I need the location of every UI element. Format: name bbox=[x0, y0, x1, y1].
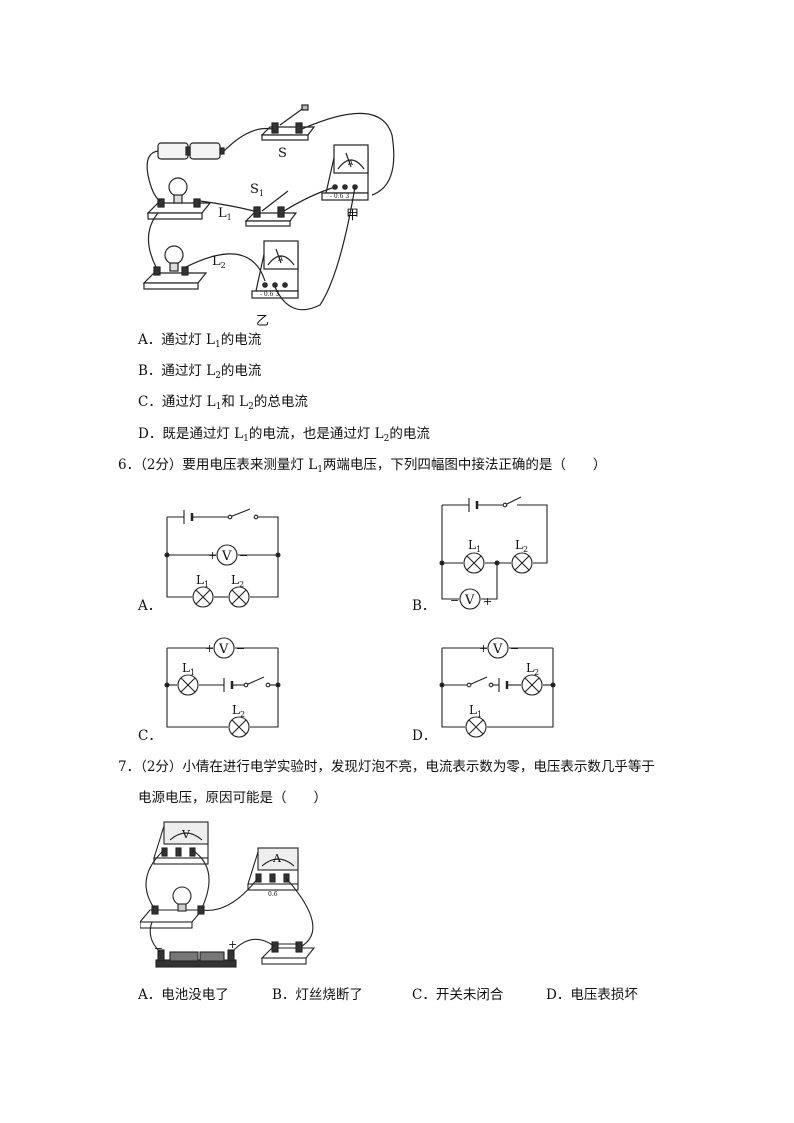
lamp-icon bbox=[140, 886, 205, 929]
lamp-l1-label: L1 bbox=[218, 206, 232, 222]
q5-option-d-mid: 的电流，也是通过灯 L bbox=[248, 426, 384, 442]
switch-s-icon bbox=[260, 104, 316, 141]
q5-option-b: B．通过灯 L2的电流 bbox=[138, 363, 262, 381]
lamp-l1-label: L1 bbox=[182, 661, 195, 677]
q6-diagram-c: V + − L1 L2 bbox=[164, 637, 281, 738]
minus-sign: − bbox=[236, 642, 245, 655]
q5-option-c-sub: 1 bbox=[215, 402, 222, 412]
q5-option-a-sub: 1 bbox=[215, 340, 221, 350]
battery-icon bbox=[155, 949, 237, 968]
plus-sign: + bbox=[479, 642, 488, 655]
q7-stem-line1: 7．（2分）小倩在进行电学实验时，发现灯泡不亮，电流表示数为零，电压表示数几乎等… bbox=[118, 759, 655, 775]
q7-option-c: C．开关未闭合 bbox=[412, 987, 504, 1003]
lamp-l2-icon bbox=[142, 245, 208, 290]
q7-option-d: D．电压表损坏 bbox=[546, 987, 638, 1003]
q5-option-d: D．既是通过灯 L1的电流，也是通过灯 L2的电流 bbox=[138, 426, 430, 444]
minus-sign: − bbox=[510, 642, 519, 655]
q5-option-d-text: D．既是通过灯 L bbox=[138, 426, 244, 442]
q5-option-c-post: 的总电流 bbox=[253, 394, 308, 410]
ammeter-jia-unit: A bbox=[347, 159, 354, 167]
switch-icon bbox=[260, 941, 316, 965]
q6-diagram-a: V + − L1 L2 bbox=[164, 508, 281, 608]
lamp-l2-label: L2 bbox=[232, 703, 245, 719]
voltmeter-icon bbox=[153, 821, 209, 865]
battery-plus-label: + bbox=[228, 938, 237, 951]
q6-stem: 6．（2分）要用电压表来测量灯 L1两端电压，下列四幅图中接法正确的是（ ） bbox=[118, 457, 607, 475]
q6-stem-post: 两端电压，下列四幅图中接法正确的是（ ） bbox=[322, 457, 607, 473]
q6-stem-sub: 1 bbox=[317, 465, 323, 475]
lamp-l1-icon bbox=[146, 177, 212, 220]
voltmeter-label: V bbox=[181, 828, 191, 841]
voltmeter-label: V bbox=[492, 642, 503, 657]
q5-option-c-sub2: 2 bbox=[248, 402, 254, 412]
q5-option-a-post: 的电流 bbox=[220, 332, 262, 348]
q5-circuit-figure: S S1 L1 L2 甲 乙 A A - 0.6 3 - 0.6 3 bbox=[142, 104, 395, 329]
q5-option-b-post: 的电流 bbox=[220, 363, 262, 379]
q7-stem-line2: 电源电压，原因可能是（ ） bbox=[138, 790, 327, 806]
q7-option-a: A．电池没电了 bbox=[138, 987, 229, 1003]
q5-option-d-sub2: 2 bbox=[383, 434, 390, 444]
q7-circuit-figure: V A 0.6 − + bbox=[140, 821, 316, 968]
switch-s-label: S bbox=[278, 146, 287, 161]
ammeter-yi-label: 乙 bbox=[256, 314, 269, 329]
q5-option-a: A．通过灯 L1的电流 bbox=[138, 332, 262, 350]
plus-sign: + bbox=[208, 549, 217, 562]
ammeter-yi-unit: A bbox=[277, 255, 284, 263]
q6-option-b-label: B． bbox=[412, 598, 436, 614]
lamp-l2-label: L2 bbox=[515, 538, 528, 554]
q5-option-c-mid: 和 L bbox=[221, 394, 249, 410]
q5-option-d-sub: 1 bbox=[243, 434, 249, 444]
ammeter-jia-icon bbox=[321, 144, 369, 201]
ammeter-jia-label: 甲 bbox=[346, 208, 359, 223]
q5-option-b-sub: 2 bbox=[215, 371, 221, 381]
lamp-l1-label: L1 bbox=[469, 703, 482, 719]
q6-option-a-label: A． bbox=[138, 598, 162, 614]
ammeter-yi-icon bbox=[251, 240, 299, 299]
minus-sign: − bbox=[450, 594, 459, 607]
q6-option-d-label: D． bbox=[412, 728, 437, 744]
voltmeter-label: V bbox=[218, 642, 229, 657]
ammeter-label: A bbox=[272, 852, 282, 865]
battery-icon bbox=[157, 142, 225, 160]
q7-option-b: B．灯丝烧断了 bbox=[272, 987, 363, 1003]
q6-diagram-d: V + − L1 L2 bbox=[439, 637, 556, 738]
q6-diagram-b: V − + L1 L2 bbox=[439, 496, 548, 610]
q5-option-b-text: B．通过灯 L bbox=[138, 363, 216, 379]
q6-option-c-label: C． bbox=[138, 728, 162, 744]
battery-minus-label: − bbox=[154, 942, 163, 955]
lamp-l1-label: L1 bbox=[468, 538, 481, 554]
ammeter-jia-terminals: - 0.6 3 bbox=[330, 193, 349, 200]
plus-sign: + bbox=[205, 642, 214, 655]
minus-sign: − bbox=[239, 549, 248, 562]
q6-stem-pre: 6．（2分）要用电压表来测量灯 L bbox=[118, 457, 318, 473]
q5-option-d-post: 的电流 bbox=[389, 426, 430, 442]
lamp-l2-label: L2 bbox=[231, 573, 244, 589]
q5-option-c-text: C．通过灯 L bbox=[138, 394, 216, 410]
ammeter-terminal-label: 0.6 bbox=[268, 891, 278, 898]
ammeter-yi-terminals: - 0.6 3 bbox=[260, 291, 279, 298]
q5-option-a-text: A．通过灯 L bbox=[138, 332, 216, 348]
plus-sign: + bbox=[483, 595, 492, 608]
voltmeter-icon bbox=[216, 544, 238, 566]
lamp-l1-label: L1 bbox=[196, 573, 209, 589]
voltmeter-label: V bbox=[221, 549, 232, 564]
switch-s1-icon bbox=[244, 190, 298, 227]
ammeter-icon bbox=[247, 847, 299, 891]
lamp-l2-label: L2 bbox=[212, 254, 226, 270]
voltmeter-label: V bbox=[464, 593, 475, 608]
lamp-l2-label: L2 bbox=[526, 661, 539, 677]
q5-option-c: C．通过灯 L1和 L2的总电流 bbox=[138, 394, 308, 412]
switch-s1-label: S1 bbox=[250, 182, 264, 198]
